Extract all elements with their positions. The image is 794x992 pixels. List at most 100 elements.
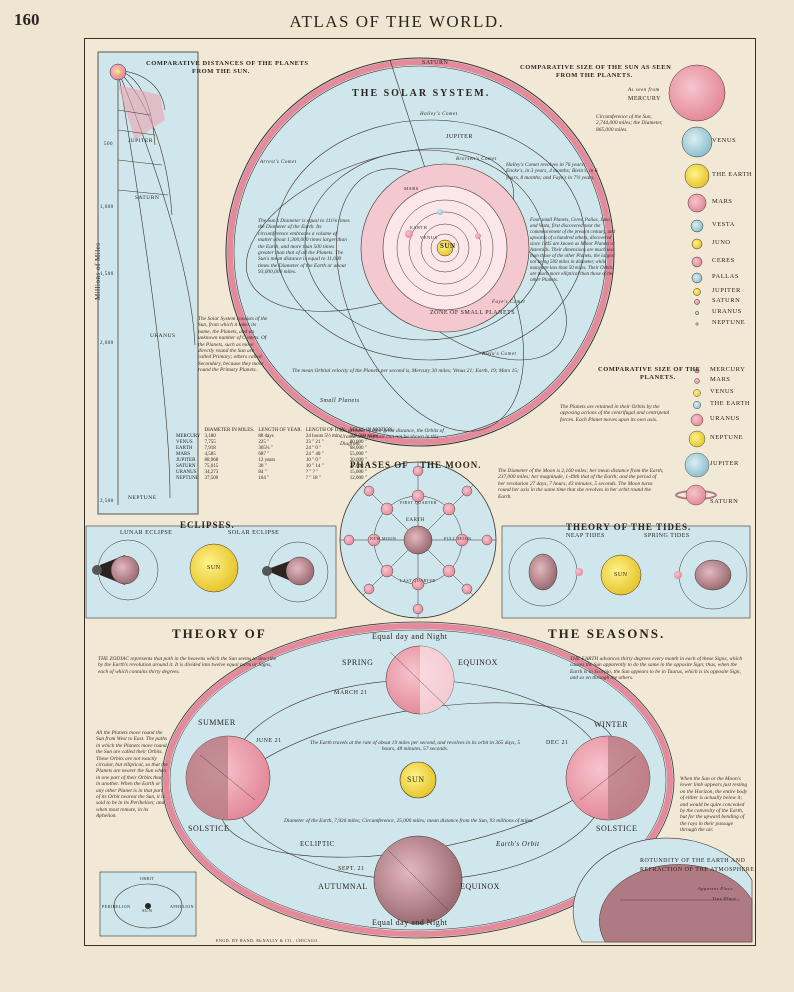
planet-size-subtitle: PLANETS.: [640, 374, 676, 381]
table-cell: 15,000 ": [349, 470, 367, 475]
table-cell: 55,000 ": [349, 452, 367, 457]
table-cell: 80,000 ": [349, 440, 367, 445]
table-cell: NEPTUNE: [176, 476, 199, 481]
march-label: MARCH 21: [334, 690, 368, 696]
aphelion-label: APHELION: [170, 904, 194, 909]
planet-table-header: DIAMETER IN MILES.LENGTH OF YEAR.LENGTH …: [174, 428, 396, 434]
eclipses-title: ECLIPSES.: [180, 520, 235, 530]
biela-label: Biela's Comet: [482, 352, 517, 357]
earth-label: EARTH: [410, 225, 428, 230]
saturn-orbit-label: SATURN: [422, 60, 449, 66]
table-cell: 37,500: [204, 476, 219, 481]
moon-phases-diagram: [339, 461, 497, 619]
table-cell: 24 hours 5½ min.: [305, 434, 342, 439]
tick-1000: 1,000: [100, 205, 114, 210]
table-cell: URANUS: [176, 470, 197, 475]
dec-label: DEC 21: [546, 740, 569, 746]
sept-label: SEPT. 21: [338, 866, 365, 872]
seasons-sun-label: SUN: [407, 775, 425, 784]
summer-solstice-label: SOLSTICE: [188, 824, 230, 833]
equal-bottom-label: Equal day and Night: [372, 918, 448, 927]
moon-earth-label: EARTH: [406, 518, 425, 523]
sun-size-label: SATURN: [712, 297, 741, 304]
table-cell: 687 ": [258, 452, 270, 457]
eclipses-diagram: [85, 525, 337, 619]
publisher-credit: ENGD. BY RAND, McNALLY & CO., CHICAGO.: [216, 938, 320, 943]
solar-system-title: THE SOLAR SYSTEM.: [352, 88, 491, 99]
moon-caption: The Diameter of the Moon is 2,160 miles;…: [498, 468, 664, 500]
table-row: URANUS 34,273 84 " ? " ? " 15,000 ": [174, 470, 396, 476]
table-cell: 10 " 14 ": [305, 464, 324, 469]
sun-from-mercury: MERCURY: [628, 96, 661, 102]
table-cell: 12,000 ": [349, 476, 367, 481]
dist-jupiter: JUPITER: [128, 138, 153, 144]
earth-orbit-label: Earth's Orbit: [496, 840, 540, 848]
table-cell: 34,273: [204, 470, 219, 475]
table-cell: 23 " 21 ": [305, 440, 324, 445]
sun-size-label: THE EARTH: [712, 171, 753, 178]
ecliptic-label: ECLIPTIC: [300, 840, 335, 848]
tides-sun-label: SUN: [614, 572, 628, 578]
mars-label: MARS: [404, 186, 419, 191]
planet-table-header-cell: LENGTH OF YEAR.: [258, 428, 302, 433]
tick-1500: 1,500: [100, 272, 114, 277]
sun-size-title: COMPARATIVE SIZE OF THE SUN AS SEEN: [520, 64, 672, 71]
table-cell: 22,000 ": [349, 464, 367, 469]
distances-title: COMPARATIVE DISTANCES OF THE PLANETS: [146, 60, 309, 67]
table-cell: 12 years: [258, 458, 276, 463]
diameter-caption: Diameter of the Earth, 7,926 miles; Circ…: [284, 818, 534, 824]
table-cell: MARS: [176, 452, 191, 457]
planet-size-label: MARS: [710, 376, 731, 383]
seasons-title-b: THE SEASONS.: [548, 626, 666, 641]
dist-neptune: NEPTUNE: [128, 495, 157, 501]
dist-saturn: SATURN: [135, 195, 160, 201]
table-cell: 24 " 0 ": [305, 446, 322, 451]
winter-solstice-label: SOLSTICE: [596, 824, 638, 833]
planet-size-label: JUPITER: [710, 460, 739, 467]
summer-label: SUMMER: [198, 718, 236, 727]
new-moon-label: NEW MOON: [370, 536, 397, 541]
table-cell: 4,585: [204, 452, 216, 457]
sun-size-label: VESTA: [712, 221, 735, 228]
table-cell: ? " ? ": [305, 470, 319, 475]
table-cell: 30,000 ": [349, 458, 367, 463]
table-cell: 84 ": [258, 470, 267, 475]
table-row: SATURN 75,015 30 " 10 " 14 " 22,000 ": [174, 464, 396, 470]
orbit-label: ORBIT: [140, 876, 155, 881]
table-cell: JUPITER: [176, 458, 196, 463]
table-cell: 365¼ ": [258, 446, 273, 451]
table-cell: 109,000 miles: [349, 434, 379, 439]
sun-size-label: PALLAS: [712, 273, 739, 280]
table-cell: 68,000 ": [349, 446, 367, 451]
table-cell: 10 " 0 ": [305, 458, 322, 463]
table-cell: ? " 18 ": [305, 476, 321, 481]
winter-label: WINTER: [594, 720, 629, 729]
table-cell: SATURN: [176, 464, 196, 469]
zodiac-caption: THE ZODIAC represents that path in the h…: [98, 656, 277, 675]
page-title: ATLAS OF THE WORLD.: [289, 12, 505, 31]
table-cell: 225 ": [258, 440, 270, 445]
velocity-caption: The mean Orbital velocity of the Planets…: [292, 368, 519, 374]
table-cell: 7,755: [204, 440, 216, 445]
eclipse-sun-label: SUN: [207, 565, 221, 571]
table-cell: 75,015: [204, 464, 219, 469]
lunar-eclipse-label: LUNAR ECLIPSE: [120, 530, 173, 536]
sun-size-column: [668, 64, 726, 326]
earth-advances-caption: THE EARTH advances thirty degrees every …: [570, 656, 743, 682]
arrest-label: Arrest's Comet: [260, 160, 297, 165]
small-planets-caption: Four small Planets, Ceres, Pallas, Juno,…: [530, 218, 616, 283]
table-cell: 30 ": [258, 464, 267, 469]
page-number: 160: [14, 10, 40, 29]
system-bottom-caption: On account of their great distance, the …: [340, 428, 444, 447]
sun-size-label: NEPTUNE: [712, 319, 746, 326]
autumnal-label: AUTUMNAL: [318, 882, 368, 891]
planet-table-header-cell: DIAMETER IN MILES.: [204, 428, 255, 433]
tick-2500: 2,500: [100, 499, 114, 504]
sun-size-label: URANUS: [712, 308, 742, 315]
brorsen-label: Brorsen's Comet: [456, 157, 497, 162]
